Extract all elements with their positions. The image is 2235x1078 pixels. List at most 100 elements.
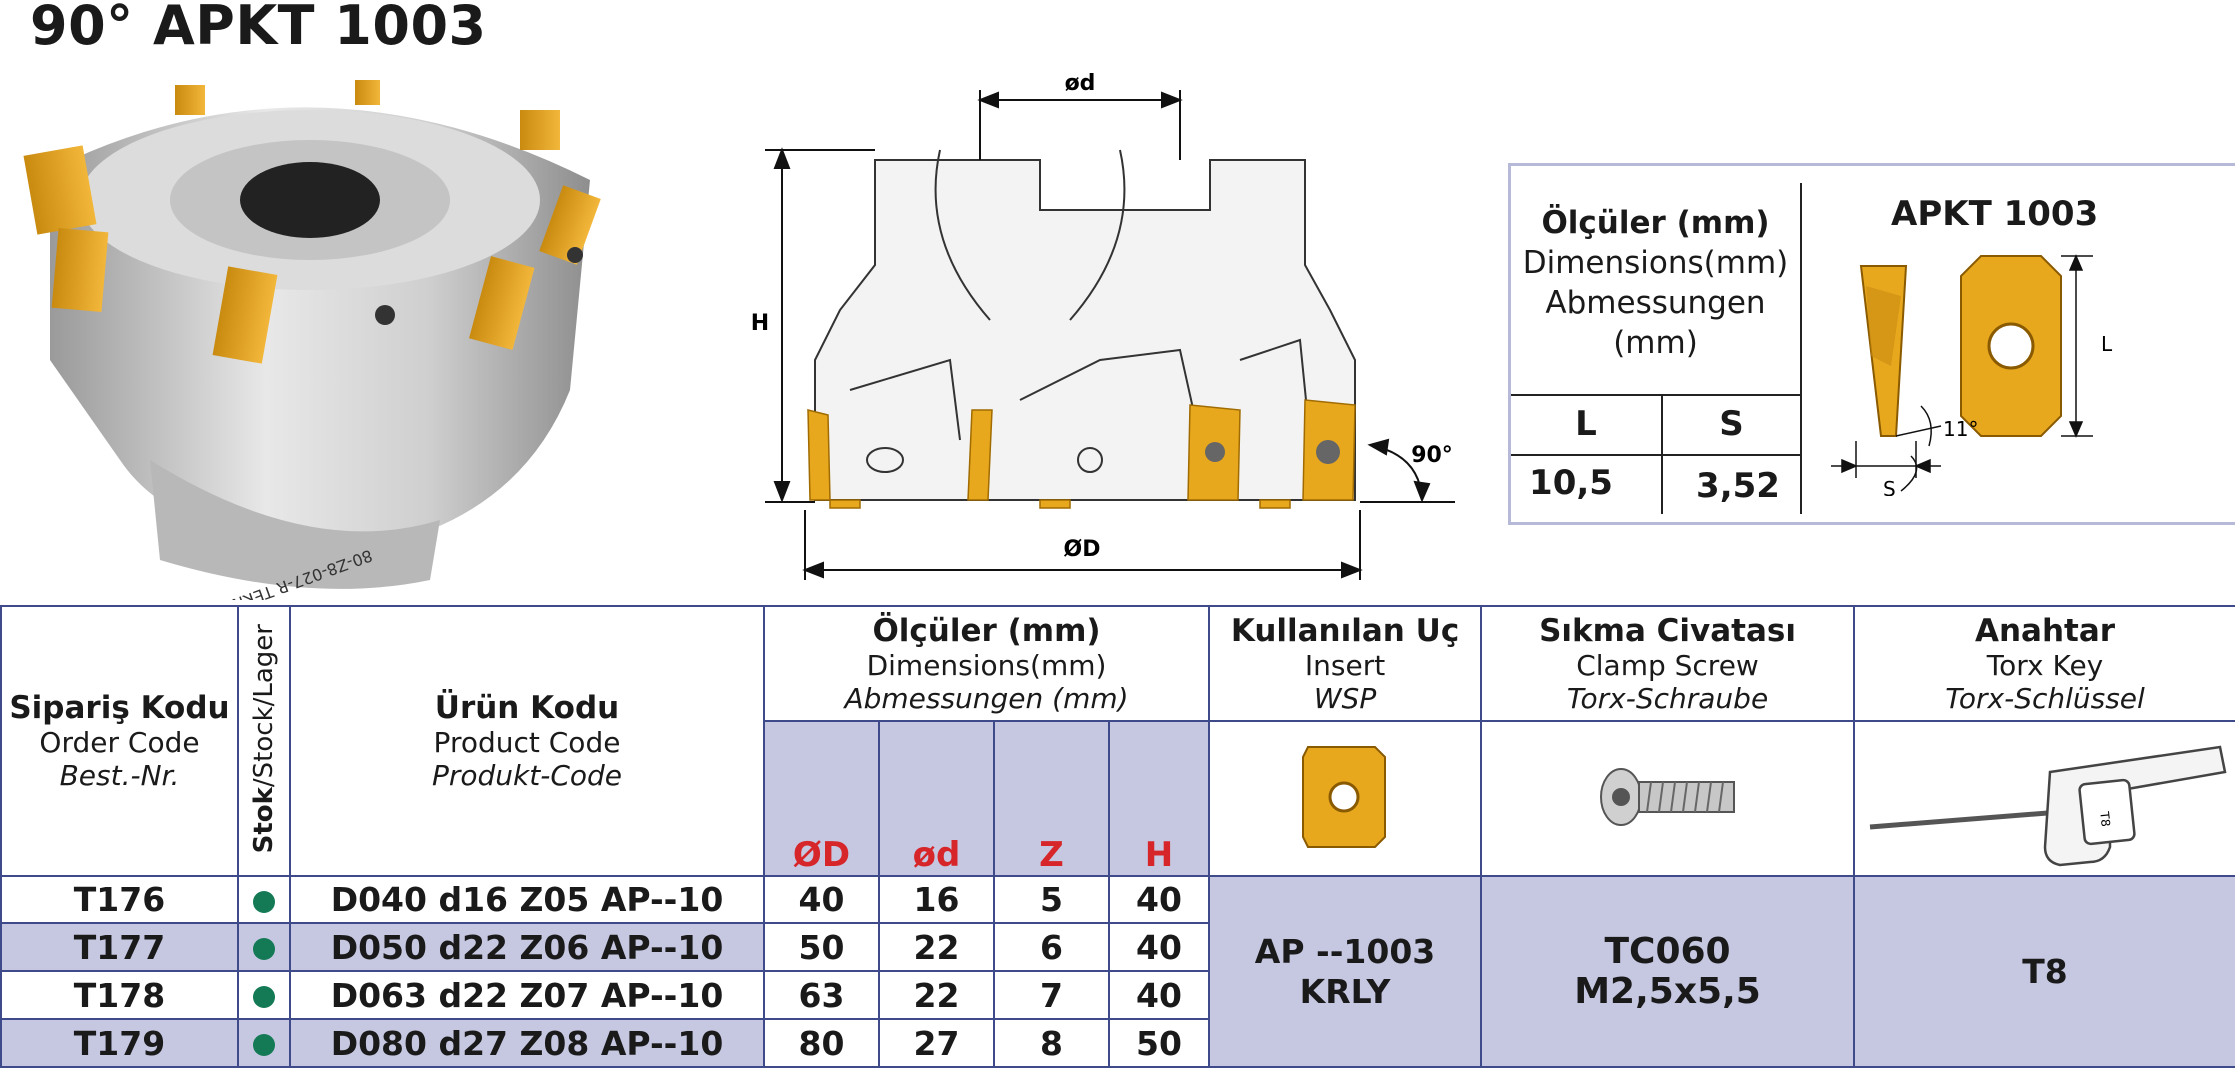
insert-header: Kullanılan Uç Insert WSP [1208,605,1483,722]
insert-icon [1302,745,1387,848]
insert-figure: L S 11° [1831,254,2113,496]
stock-dot-icon [253,890,275,913]
key-tr: Anahtar [1974,612,2116,649]
key-en: Torx Key [1986,648,2104,682]
order-code-cell: T177 [0,922,239,972]
screw-icon [1599,767,1735,826]
dimensions-en: Dimensions(mm) [866,648,1107,682]
product-code-cell: D050 d22 Z06 AP--10 [289,922,765,972]
insert-en: Insert [1304,648,1386,682]
dim-Z-cell: 7 [993,970,1110,1020]
dimensions-header: Ölçüler (mm) Dimensions(mm) Abmessungen … [762,605,1211,722]
insert-name: APKT 1003 [1891,194,2099,234]
order-code-en: Order Code [39,726,200,759]
product-code-header: Ürün Kodu Product Code Produkt-Code [289,605,765,877]
order-code-de: Best.-Nr. [59,759,180,792]
insert-dim-en: Dimensions(mm) [1522,245,1789,281]
stock-header: Stok/Stock/Lager [237,605,291,877]
stock-cell [237,1018,291,1068]
dim-d-cell: 22 [878,922,995,972]
insert-dim-table: L S 10,5 3,52 [1511,394,1802,514]
val-L: 10,5 [1529,463,1613,503]
col-L-header: L [1575,404,1597,444]
dim-D-cell: 80 [763,1018,880,1068]
dim-h-label: H [751,311,769,336]
order-code-header: Sipariş Kodu Order Code Best.-Nr. [0,605,239,877]
dim-H-cell: 40 [1107,922,1211,972]
screw-header: Sıkma Civatası Clamp Screw Torx-Schraube [1480,605,1856,722]
page-title: 90° APKT 1003 [30,0,487,57]
insert-de: WSP [1313,681,1377,715]
dim-D-label: ØD [1064,537,1101,562]
stock-cell [237,970,291,1020]
insert-dim-de2: (mm) [1613,325,1698,361]
screw-value-cell: TC060 M2,5x5,5 [1480,875,1856,1068]
product-code-cell: D063 d22 Z07 AP--10 [289,970,765,1020]
dim-d-cell: 16 [878,875,995,924]
technical-drawing: ød H ØD 90° [751,71,1455,580]
torx-key-icon: T8 [1869,745,2227,866]
col-Z: Z [993,720,1110,877]
key-de: Torx-Schlüssel [1945,681,2145,715]
screw-value-line2: M2,5x5,5 [1574,970,1761,1012]
insert-dim-tr: Ölçüler (mm) [1541,205,1770,241]
table-row: T177 D050 d22 Z06 AP--10 50 22 6 40 [0,922,2235,972]
order-code-tr: Sipariş Kodu [9,690,230,726]
product-code-de: Produkt-Code [431,759,623,792]
stock-dot-icon [253,986,275,1008]
dim-H-cell: 50 [1107,1018,1211,1068]
stock-cell [237,922,291,972]
table-row: T176 D040 d16 Z05 AP--10 40 16 5 40 AP -… [0,875,2235,1068]
fig-angle-label: 11° [1943,417,1978,441]
key-header: Anahtar Torx Key Torx-Schlüssel [1853,605,2235,722]
product-code-cell: D080 d27 Z08 AP--10 [289,1018,765,1068]
val-S: 3,52 [1696,466,1780,506]
table-row: T179 D080 d27 Z08 AP--10 80 27 8 50 [0,1018,2235,1068]
insert-value-cell: AP --1003 KRLY [1208,875,1483,1068]
screw-tr: Sıkma Civatası [1539,612,1796,649]
screw-value-line1: TC060 [1604,930,1731,972]
insert-dimensions-header: Ölçüler (mm) Dimensions(mm) Abmessungen … [1511,183,1802,394]
dim-d-cell: 27 [878,1018,995,1068]
dim-Z-cell: 8 [993,1018,1110,1068]
order-code-cell: T176 [0,875,239,924]
stock-dot-icon [253,938,275,960]
insert-dim-de1: Abmessungen [1545,285,1766,321]
order-code-cell: T179 [0,1018,239,1068]
product-code-en: Product Code [433,726,621,759]
screw-de: Torx-Schraube [1566,681,1769,715]
product-code-cell: D040 d16 Z05 AP--10 [289,875,765,924]
screw-en: Clamp Screw [1576,648,1759,682]
order-code-cell: T178 [0,970,239,1020]
dim-H-cell: 40 [1107,875,1211,924]
screw-image-cell [1480,720,1856,877]
insert-info-box: Ölçüler (mm) Dimensions(mm) Abmessungen … [1508,163,2235,525]
dim-D-cell: 40 [763,875,880,924]
product-code-tr: Ürün Kodu [434,690,620,726]
col-S-header: S [1719,404,1744,444]
fig-S-label: S [1883,477,1896,496]
col-D: ØD [763,720,880,877]
key-image-cell: T8 [1853,720,2235,877]
milling-cutter-photo: 80-Z8-027-R TEKNIK [23,80,601,600]
dim-d-label: ød [1065,71,1096,96]
angle-label: 90° [1411,443,1453,468]
dim-H-cell: 40 [1107,970,1211,1020]
fig-L-label: L [2101,332,2113,356]
dim-Z-cell: 5 [993,875,1110,924]
stock-dot-icon [253,1034,275,1056]
stock-rest: /Stock/Lager [249,624,279,788]
dimensions-tr: Ölçüler (mm) [872,612,1101,649]
dim-D-cell: 50 [763,922,880,972]
key-t8-label: T8 [2097,810,2113,827]
dim-Z-cell: 6 [993,922,1110,972]
dimensions-de: Abmessungen (mm) [844,681,1129,715]
insert-tr: Kullanılan Uç [1230,612,1460,649]
insert-image-cell [1208,720,1483,877]
product-table: Sipariş Kodu Order Code Best.-Nr. Stok/S… [0,605,2235,1068]
dim-d-cell: 22 [878,970,995,1020]
col-H: H [1107,720,1211,877]
insert-value-line1: AP --1003 [1254,931,1436,971]
stock-cell [237,875,291,924]
dim-D-cell: 63 [763,970,880,1020]
